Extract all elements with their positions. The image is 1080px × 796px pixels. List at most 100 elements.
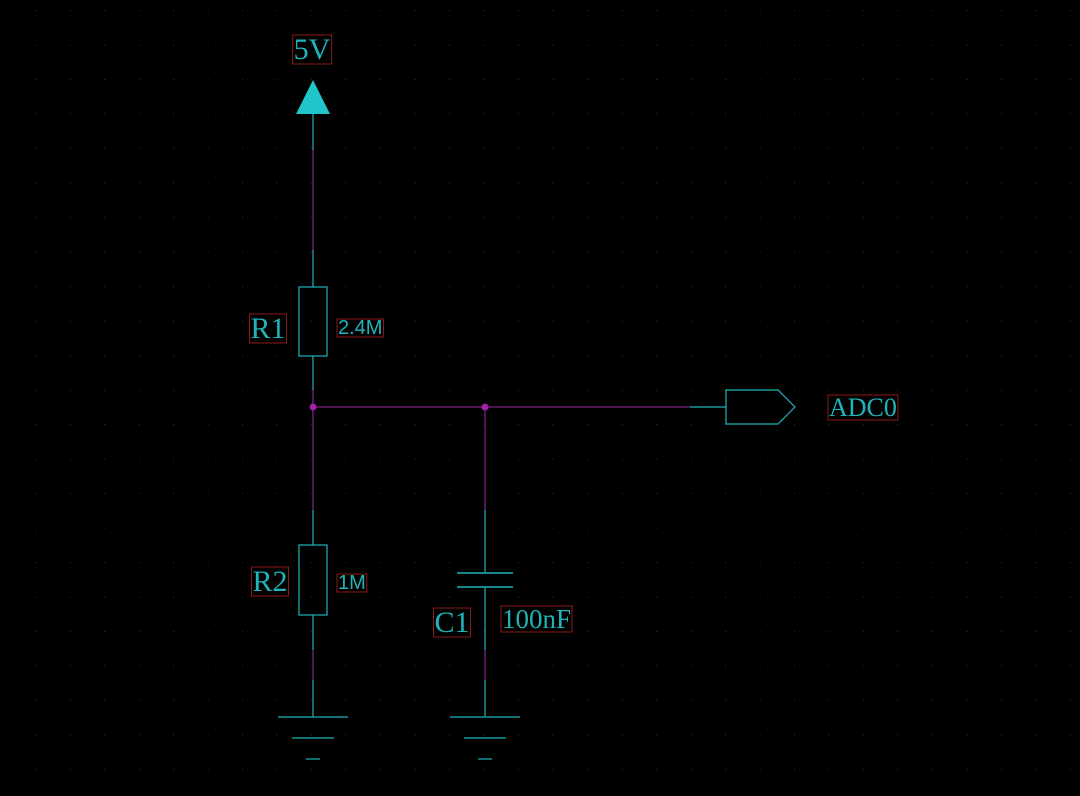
grid-dot (242, 182, 244, 184)
grid-dot (311, 44, 313, 46)
grid-dot (345, 631, 347, 633)
grid-dot (690, 320, 692, 322)
grid-dot (794, 458, 796, 460)
grid-dot (690, 113, 692, 115)
grid-dot (897, 79, 899, 81)
grid-dot (104, 424, 106, 426)
grid-dot (483, 79, 485, 81)
grid-dot (587, 734, 589, 736)
output-port-icon[interactable] (725, 389, 796, 425)
grid-dot (518, 527, 520, 529)
grid-dot (552, 355, 554, 357)
grid-dot (380, 320, 382, 322)
grid-dot (690, 10, 692, 12)
grid-dot (138, 527, 140, 529)
grid-dot (414, 182, 416, 184)
grid-dot (656, 251, 658, 253)
grid-dot (932, 596, 934, 598)
power-arrow-icon[interactable] (296, 80, 330, 114)
grid-dot (380, 182, 382, 184)
grid-dot (897, 665, 899, 667)
grid-dot (483, 286, 485, 288)
grid-dot (207, 631, 209, 633)
grid-dot (345, 320, 347, 322)
r1-designator[interactable]: R1 (249, 312, 287, 345)
grid-dot (897, 769, 899, 771)
grid-dot (656, 148, 658, 150)
grid-dot (380, 458, 382, 460)
grid-dot (759, 734, 761, 736)
ground-icon[interactable] (278, 716, 348, 760)
grid-dot (69, 424, 71, 426)
grid-dot (518, 665, 520, 667)
grid-dot (690, 251, 692, 253)
grid-dot (932, 148, 934, 150)
grid-dot (242, 596, 244, 598)
grid-dot (345, 113, 347, 115)
grid-dot (897, 734, 899, 736)
c1-capacitor-icon[interactable] (457, 572, 513, 588)
grid-dot (1070, 527, 1072, 529)
r2-resistor-icon[interactable] (298, 544, 328, 616)
grid-dot (380, 355, 382, 357)
grid-dot (242, 665, 244, 667)
grid-dot (69, 700, 71, 702)
ground-icon[interactable] (450, 716, 520, 760)
grid-dot (1070, 424, 1072, 426)
grid-dot (897, 631, 899, 633)
grid-dot (863, 424, 865, 426)
grid-dot (449, 700, 451, 702)
grid-dot (828, 562, 830, 564)
grid-dot (35, 562, 37, 564)
grid-dot (138, 389, 140, 391)
grid-dot (380, 734, 382, 736)
grid-dot (656, 113, 658, 115)
grid-dot (483, 631, 485, 633)
grid-dot (414, 631, 416, 633)
grid-dot (207, 251, 209, 253)
grid-dot (759, 286, 761, 288)
r2-value[interactable]: 1M (336, 572, 368, 594)
grid-dot (449, 320, 451, 322)
grid-dot (828, 527, 830, 529)
grid-dot (207, 389, 209, 391)
grid-dot (690, 286, 692, 288)
grid-dot (794, 148, 796, 150)
grid-dot (656, 631, 658, 633)
grid-dot (1035, 182, 1037, 184)
grid-dot (173, 286, 175, 288)
power-label[interactable]: 5V (292, 33, 333, 66)
grid-dot (897, 355, 899, 357)
grid-dot (414, 458, 416, 460)
grid-dot (1035, 769, 1037, 771)
grid-dot (1070, 148, 1072, 150)
grid-dot (828, 424, 830, 426)
grid-dot (518, 700, 520, 702)
grid-dot (35, 734, 37, 736)
r1-value[interactable]: 2.4M (336, 317, 384, 339)
grid-dot (276, 769, 278, 771)
port-label[interactable]: ADC0 (827, 393, 899, 422)
grid-dot (1001, 424, 1003, 426)
grid-dot (69, 458, 71, 460)
grid-dot (690, 631, 692, 633)
grid-dot (35, 217, 37, 219)
grid-dot (1035, 113, 1037, 115)
c1-value[interactable]: 100nF (500, 604, 573, 634)
grid-dot (345, 596, 347, 598)
grid-dot (897, 113, 899, 115)
grid-dot (552, 251, 554, 253)
grid-dot (863, 458, 865, 460)
grid-dot (863, 286, 865, 288)
grid-dot (138, 562, 140, 564)
grid-dot (173, 113, 175, 115)
grid-dot (138, 424, 140, 426)
c1-designator[interactable]: C1 (433, 606, 471, 639)
grid-dot (104, 700, 106, 702)
grid-dot (897, 320, 899, 322)
r1-resistor-icon[interactable] (298, 286, 328, 357)
grid-dot (242, 148, 244, 150)
grid-dot (1035, 355, 1037, 357)
grid-dot (1035, 527, 1037, 529)
r2-designator[interactable]: R2 (251, 565, 289, 598)
